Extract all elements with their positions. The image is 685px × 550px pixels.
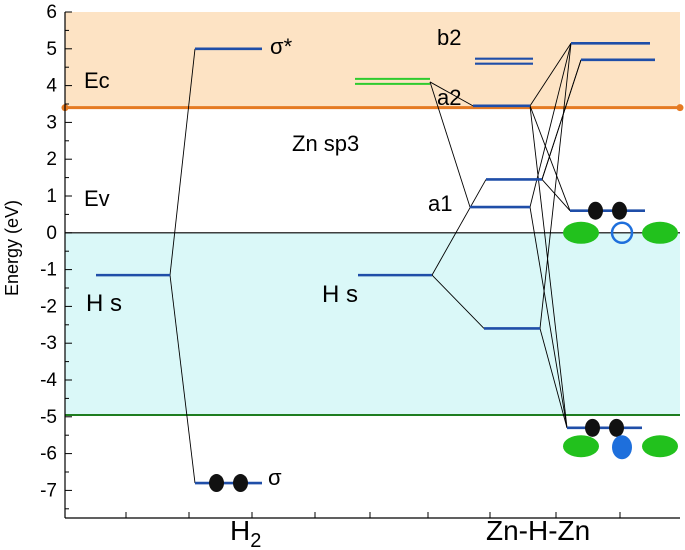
- orbital-lobe-left-lower: [563, 435, 599, 458]
- y-tick-label: -3: [40, 333, 57, 354]
- y-tick-label: 4: [46, 76, 57, 97]
- valence-band-region: [65, 232, 680, 415]
- y-tick-label: -1: [40, 260, 57, 281]
- y-tick-label: 6: [46, 2, 57, 23]
- orbital-lobe-left: [563, 221, 599, 244]
- orbital-decorations: [563, 221, 678, 460]
- ev-label: Ev: [84, 186, 110, 211]
- hs-left-label: H s: [86, 290, 122, 317]
- electron-dot: [588, 201, 603, 220]
- correlation-line: [529, 43, 572, 107]
- hs-right-label: H s: [322, 281, 358, 308]
- a1-label: a1: [428, 191, 452, 216]
- y-tick-label: -2: [40, 296, 57, 317]
- correlation-line: [169, 48, 196, 276]
- correlation-line: [431, 274, 485, 329]
- correlation-line: [541, 179, 571, 212]
- energy-levels: [96, 41, 655, 493]
- y-tick-label: -7: [40, 480, 57, 501]
- correlation-line: [429, 81, 471, 208]
- electron-dot: [612, 201, 627, 220]
- y-tick-label: -4: [40, 370, 57, 391]
- sigma-star-label: σ*: [270, 34, 293, 59]
- electron-dot: [585, 418, 600, 437]
- correlation-line: [529, 105, 568, 428]
- correlation-line: [539, 328, 568, 428]
- y-tick-label: -5: [40, 407, 57, 428]
- correlation-line: [431, 179, 487, 276]
- y-axis-title: Energy (eV): [2, 200, 22, 296]
- x-label-znhzn: Zn-H-Zn: [486, 515, 590, 546]
- electron-dot: [609, 418, 624, 437]
- correlation-line: [529, 206, 568, 428]
- correlation-line: [429, 81, 474, 107]
- text-labels: Ec Ev H s H s Zn sp3 σ* σ b2 a2 a1 Energ…: [2, 25, 590, 550]
- y-tick-label: 1: [46, 186, 57, 207]
- ec-marker-right: [676, 104, 684, 112]
- y-tick-label: 0: [46, 223, 57, 244]
- orbital-lobe-right-lower: [642, 435, 678, 458]
- correlation-line: [169, 275, 196, 484]
- plot-axes: 6 5 4 3 2 1 0 -1 -2 -3 -4 -5 -6 -7: [40, 2, 680, 519]
- x-label-h2: H2: [230, 515, 261, 550]
- a2-label: a2: [437, 85, 461, 110]
- y-tick-label: 2: [46, 149, 57, 170]
- h-orbital-filled: [612, 435, 632, 460]
- electron-dot: [209, 474, 224, 493]
- h-orbital-empty: [610, 221, 634, 245]
- correlation-line: [539, 43, 572, 329]
- correlation-line: [541, 59, 582, 180]
- sigma-label: σ: [268, 465, 282, 490]
- conduction-band-region: [65, 12, 680, 108]
- orbital-lobe-right: [642, 221, 678, 244]
- electron-dot: [233, 474, 248, 493]
- y-tick-label: 5: [46, 39, 57, 60]
- zn-sp3-label: Zn sp3: [292, 131, 359, 156]
- y-tick-label: -6: [40, 444, 57, 465]
- b2-label: b2: [437, 25, 461, 50]
- ec-label: Ec: [84, 68, 110, 93]
- correlation-line: [529, 105, 571, 211]
- y-tick-label: 3: [46, 112, 57, 133]
